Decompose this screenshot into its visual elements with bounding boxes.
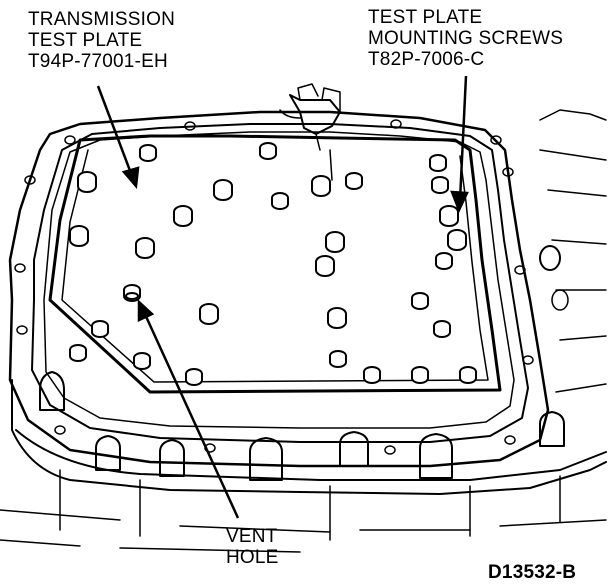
screws-label-line-3: T82P-7006-C xyxy=(368,49,485,70)
test-plate-label-line-2: TEST PLATE xyxy=(28,30,143,51)
case-flange-outer xyxy=(8,110,550,468)
filter-bracket xyxy=(289,94,341,135)
test-plate-label-line-1: TRANSMISSION xyxy=(28,9,176,30)
vent-leader xyxy=(142,311,240,519)
figure-id: D13532-B xyxy=(488,562,577,583)
vent-hole-label-line-2: HOLE xyxy=(226,547,279,568)
test-plate-leader xyxy=(96,85,134,177)
screws-label-line-2: MOUNTING SCREWS xyxy=(368,28,564,49)
mounting-screws xyxy=(69,142,477,386)
test-plate-label: TRANSMISSION TEST PLATE T94P-77001-EH xyxy=(28,9,175,72)
case-lower-body xyxy=(11,379,607,495)
test-plate xyxy=(48,134,502,394)
vent-hole xyxy=(125,292,139,300)
screws-label-line-1: TEST PLATE xyxy=(368,7,483,28)
vent-hole-label-line-1: VENT xyxy=(226,526,278,547)
vent-hole-label: VENT HOLE xyxy=(226,526,279,568)
test-plate-label-line-3: T94P-77001-EH xyxy=(28,51,168,72)
screws-leader xyxy=(458,75,468,201)
screws-label: TEST PLATE MOUNTING SCREWS T82P-7006-C xyxy=(368,7,563,70)
